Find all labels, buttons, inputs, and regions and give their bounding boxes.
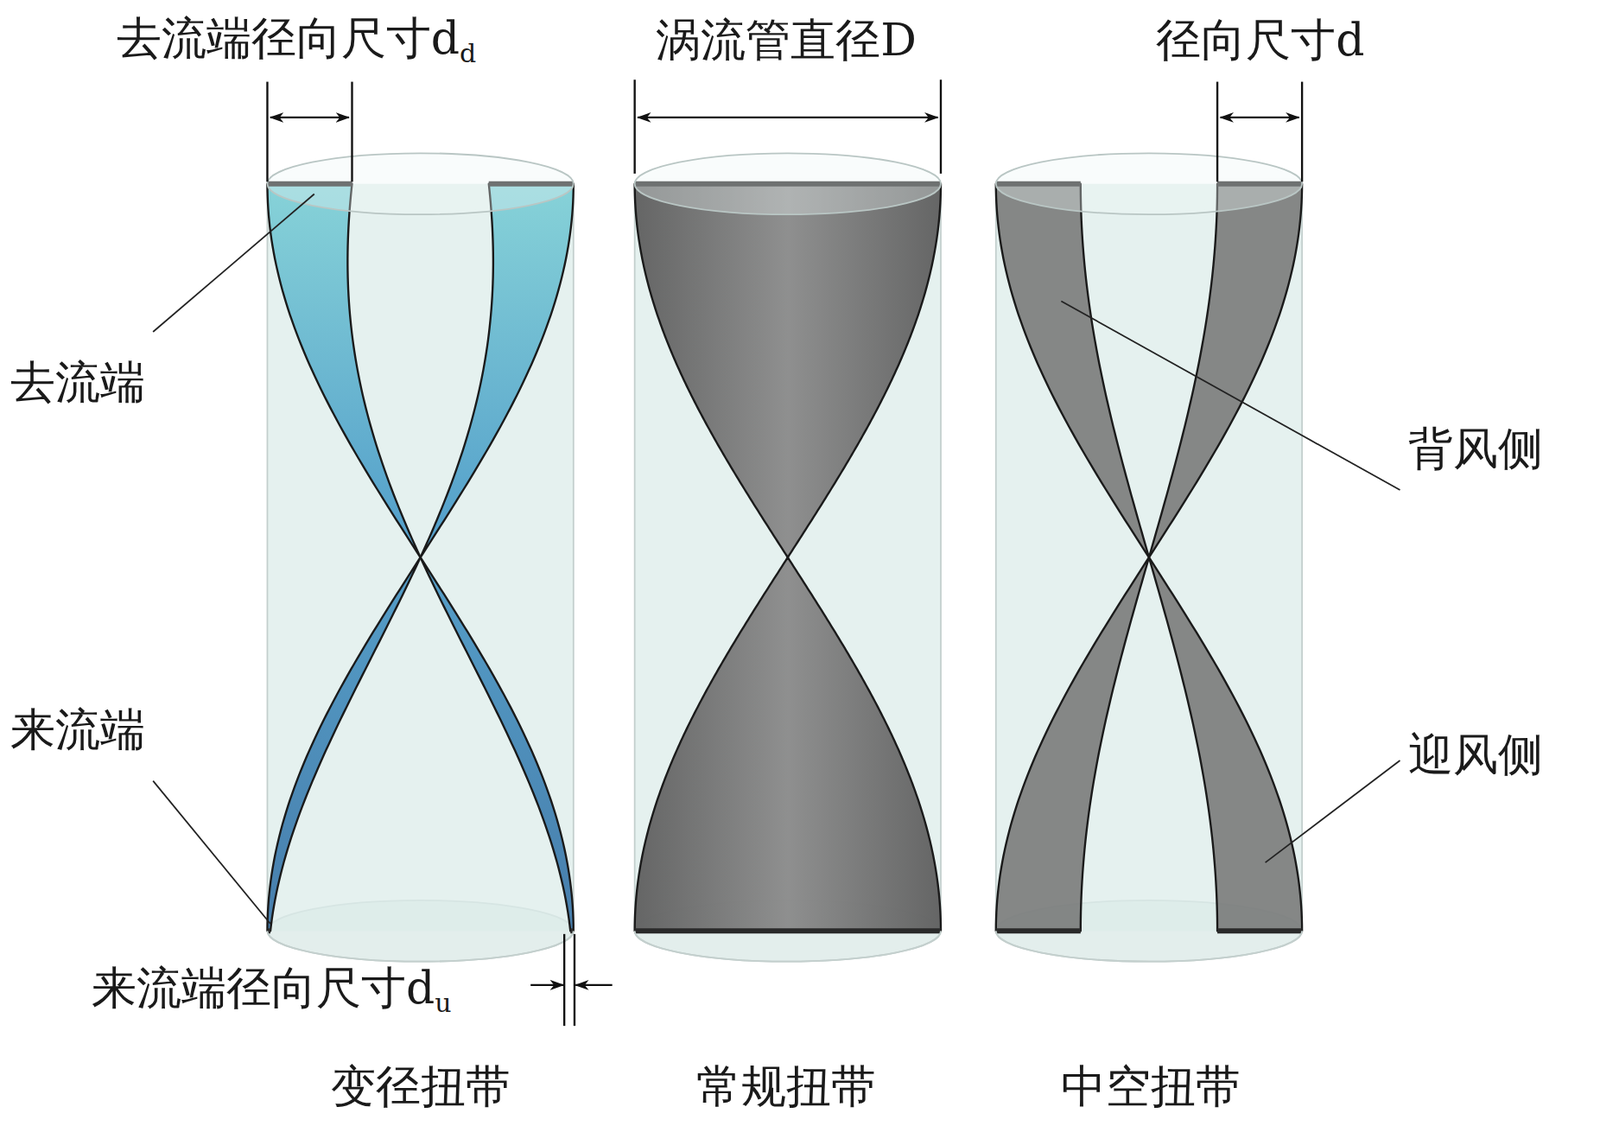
leader-line <box>152 780 271 924</box>
label: 涡流管直径D <box>655 13 917 66</box>
cylinder-body <box>634 184 941 932</box>
label-group: 来流端径向尺寸du <box>91 963 452 1017</box>
label: 背风侧 <box>1408 422 1543 475</box>
label-group: 变径扭带 <box>330 1061 511 1112</box>
tape-surface <box>634 184 941 558</box>
dimension-arrow <box>270 116 350 119</box>
cylinder-edge <box>1301 184 1303 932</box>
label: 迎风侧 <box>1408 728 1543 781</box>
cylinder-body <box>266 184 573 932</box>
leader-lines <box>152 194 1400 925</box>
label: 径向尺寸d <box>1155 13 1365 66</box>
tape-surface <box>996 184 1302 932</box>
cylinder-bottom-front <box>266 930 573 961</box>
label-group: 背风侧 <box>1408 424 1543 474</box>
extension-line <box>1216 82 1219 183</box>
leader-line <box>1060 301 1400 491</box>
cylinder-bottom-front <box>996 930 1302 961</box>
cylinder-edge <box>634 184 636 932</box>
tape-surface <box>634 557 941 931</box>
dimension-arrow <box>575 984 613 986</box>
tape-surface <box>266 184 573 932</box>
cylinder-top <box>996 152 1302 215</box>
label-group: 常规扭带 <box>696 1061 877 1112</box>
dimension-lines <box>266 79 1302 1026</box>
cylinders <box>266 184 1302 962</box>
label-group: 来流端 <box>10 704 146 755</box>
tape-end <box>634 927 941 934</box>
leader-line <box>152 194 315 332</box>
tape-surface <box>996 184 1302 932</box>
label: 中空扭带 <box>1060 1060 1241 1112</box>
label-group: 径向尺寸d <box>1155 15 1365 65</box>
cylinder-top <box>266 152 573 215</box>
dimension-arrow <box>1220 116 1300 119</box>
extension-line <box>573 933 576 1026</box>
subscript: d <box>459 38 477 69</box>
label-group: 中空扭带 <box>1060 1061 1241 1112</box>
cylinder-bottom-front <box>634 930 941 961</box>
cylinder-edge <box>995 184 997 932</box>
tape-end <box>996 927 1081 934</box>
extension-line <box>1301 82 1303 183</box>
subscript: u <box>434 987 451 1018</box>
twisted-tapes <box>266 184 1302 932</box>
extension-line <box>939 79 942 174</box>
cylinder-body <box>996 184 1302 932</box>
extension-line <box>563 933 566 1026</box>
cylinder-top <box>634 152 941 215</box>
label: 去流端径向尺寸d <box>116 12 460 64</box>
cylinder-edge <box>572 184 575 932</box>
label-group: 迎风侧 <box>1408 730 1543 780</box>
cylinder-edge <box>266 184 269 932</box>
tape-end <box>1217 927 1302 934</box>
leader-line <box>1265 760 1401 863</box>
label-group: 去流端径向尺寸dd <box>116 13 477 68</box>
label: 常规扭带 <box>696 1060 877 1112</box>
cylinder-tops <box>266 152 1302 961</box>
label: 来流端径向尺寸d <box>91 961 435 1014</box>
label-group: 涡流管直径D <box>655 15 917 65</box>
extension-line <box>633 79 635 174</box>
cylinder-edge <box>939 184 942 932</box>
dimension-arrow <box>530 984 564 986</box>
label: 来流端 <box>10 703 146 756</box>
label: 变径扭带 <box>330 1060 511 1112</box>
dimension-arrow <box>637 116 938 119</box>
extension-line <box>350 82 353 183</box>
label-group: 去流端 <box>10 357 146 407</box>
tape-surface <box>266 184 573 932</box>
extension-line <box>266 82 268 183</box>
label: 去流端 <box>10 355 146 408</box>
